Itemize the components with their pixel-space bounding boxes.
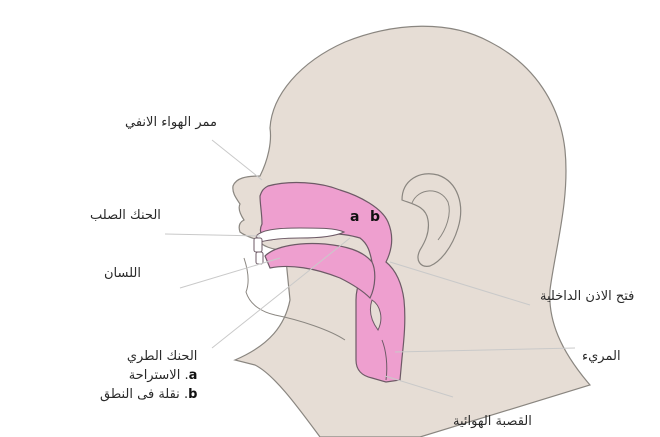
label-soft-palate-group: الحنك الطري a. الاستراحة b. نقلة فى النط… [100,347,197,404]
marker-a: a [350,209,359,225]
upper-teeth [254,238,262,252]
label-soft-palate-b: b. نقلة فى النطق [100,385,197,404]
label-soft-palate: الحنك الطري [100,347,197,366]
label-inner-ear-opening: فتح الاذن الداخلية [540,288,634,306]
label-tongue: اللسان [104,265,141,283]
lower-teeth [256,252,263,264]
marker-b-letter: b [188,387,197,402]
marker-a-letter: a [189,368,198,383]
label-nasal-passage: ممر الهواء الانفي [125,114,217,132]
label-speech: نقلة فى النطق [100,387,180,402]
label-hard-palate: الحنك الصلب [90,207,161,225]
label-trachea: القصبة الهوائية [453,413,532,431]
label-soft-palate-a: a. الاستراحة [100,366,197,385]
label-rest: الاستراحة [129,368,181,383]
marker-b: b [370,209,380,225]
label-esophagus: المريء [582,348,621,366]
